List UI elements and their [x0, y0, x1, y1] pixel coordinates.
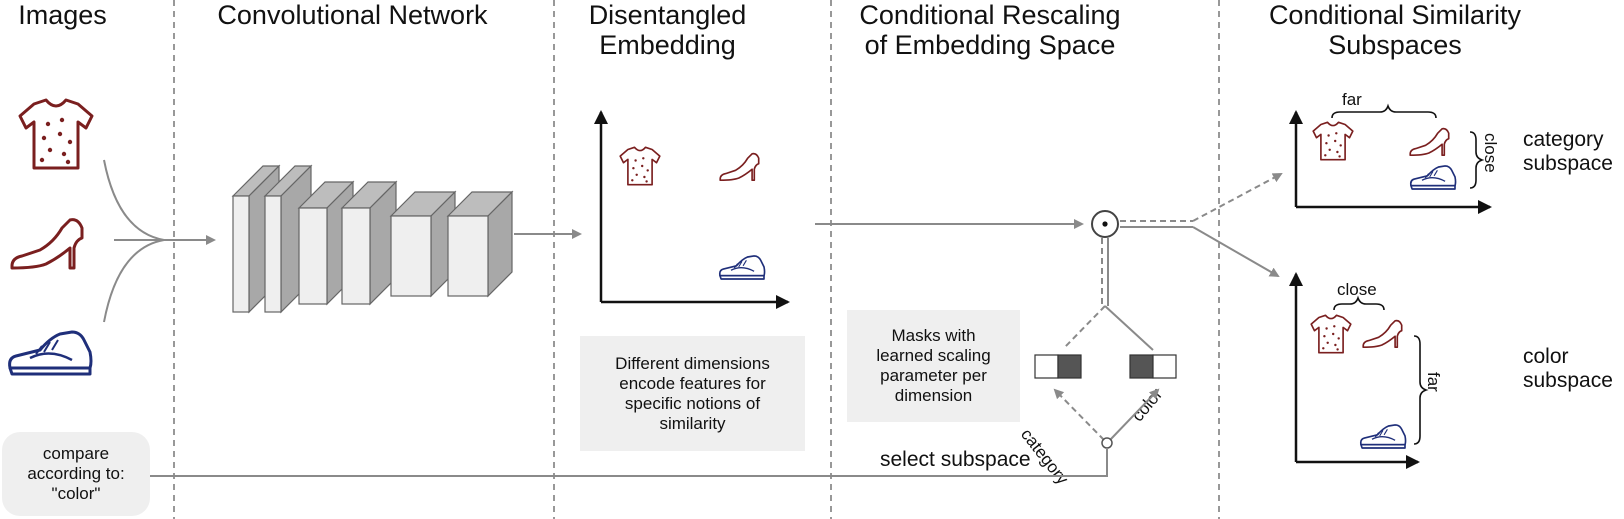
category-subspace-axes	[1289, 110, 1492, 214]
header-images: Images	[18, 0, 107, 30]
far-brace-bottom	[1413, 335, 1429, 445]
selection-arrows	[1053, 388, 1160, 441]
embedding-heel-icon	[719, 152, 760, 182]
embedding-axes	[594, 110, 790, 309]
column-dividers	[173, 0, 1220, 519]
color-subspace-axes	[1289, 272, 1420, 469]
query-line	[150, 448, 1108, 477]
close-brace-bottom	[1333, 295, 1385, 311]
sneaker-icon	[8, 330, 93, 376]
category-heel-icon	[1409, 127, 1450, 157]
mask-color	[1129, 354, 1177, 379]
color-heel-icon	[1362, 319, 1403, 349]
merge-curves	[103, 159, 216, 323]
product-outputs	[1120, 173, 1283, 277]
color-sneaker-icon	[1359, 424, 1407, 449]
mask-category	[1034, 354, 1082, 379]
close-brace-top	[1469, 131, 1485, 189]
embedding-sneaker-icon	[718, 255, 766, 280]
cnn-blocks	[231, 164, 514, 314]
shirt-icon	[18, 98, 94, 170]
color-shirt-icon	[1310, 314, 1352, 354]
category-shirt-icon	[1312, 121, 1354, 161]
heel-icon	[10, 218, 84, 270]
header-conv-network: Convolutional Network	[217, 0, 488, 30]
category-sneaker-icon	[1409, 165, 1457, 190]
select-subspace-label: select subspace	[880, 448, 1031, 471]
selector-node	[1101, 437, 1113, 449]
embedding-shirt-icon	[619, 146, 661, 186]
mask-branch	[1063, 238, 1154, 351]
far-brace-top	[1331, 103, 1437, 119]
close-label-bottom: close	[1337, 280, 1377, 299]
far-label-top: far	[1342, 90, 1362, 109]
